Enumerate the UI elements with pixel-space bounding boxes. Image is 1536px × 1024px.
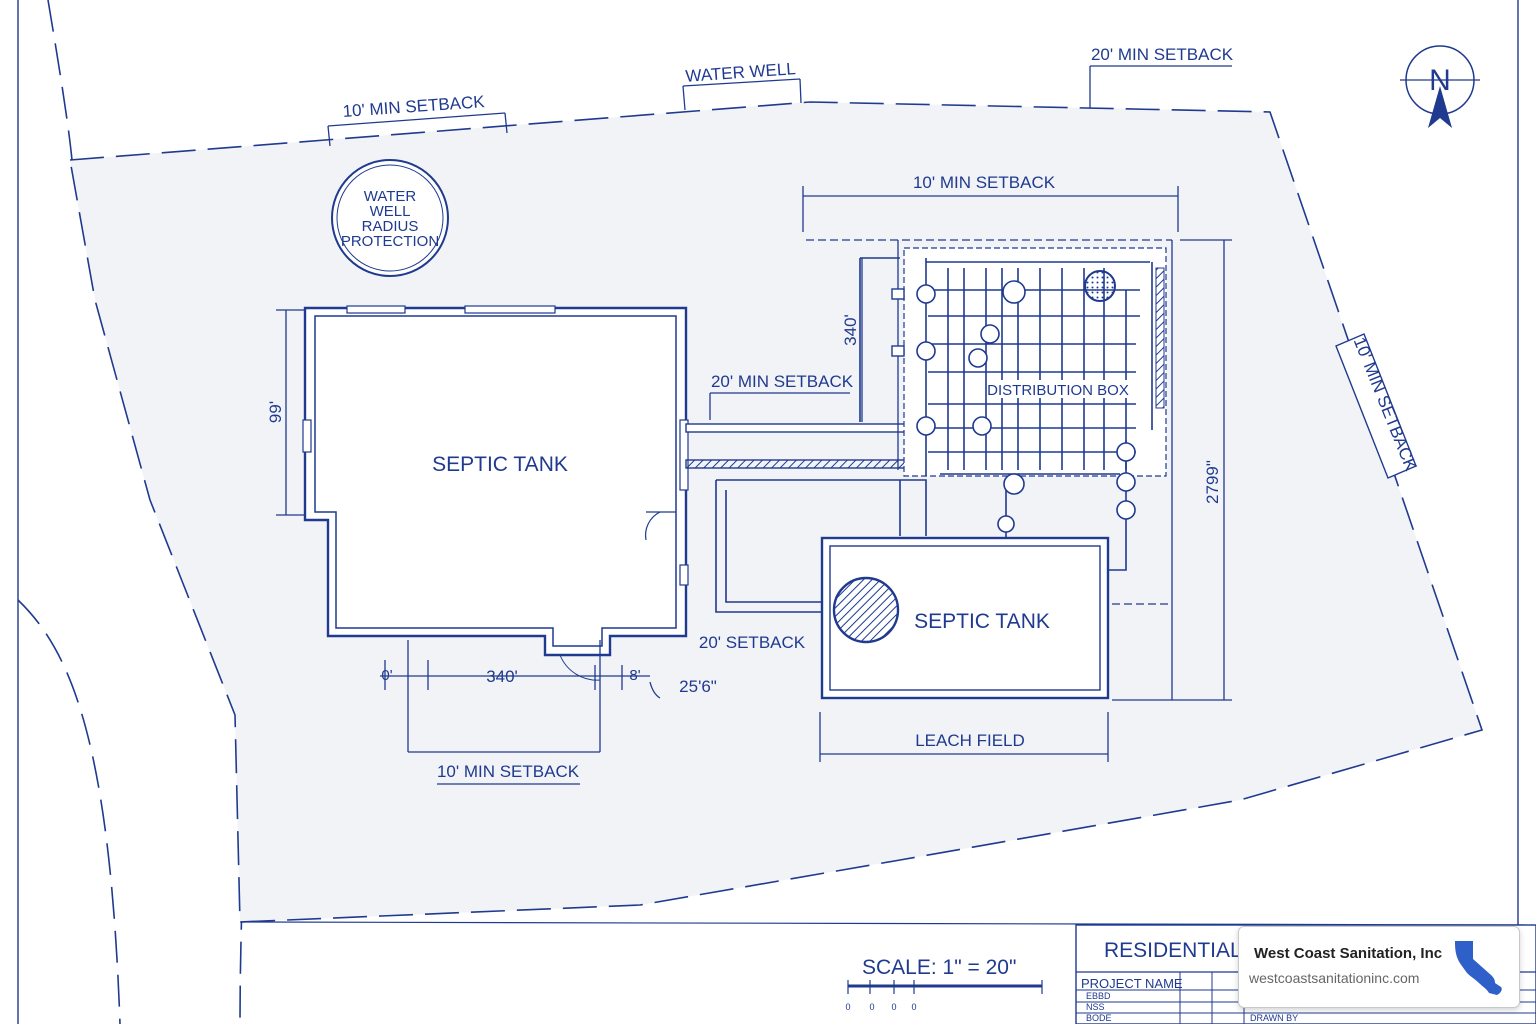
title-block-project-name: PROJECT NAME: [1081, 976, 1183, 991]
setback-label-top-right: 20' MIN SETBACK: [1091, 45, 1234, 64]
top-setback-dims: [327, 65, 1232, 147]
california-state-icon: [1455, 941, 1502, 995]
scale-label: SCALE: 1" = 20": [862, 956, 1016, 979]
setback-label-bottom: 10' MIN SETBACK: [437, 762, 580, 781]
property-parcel: [69, 101, 1484, 923]
septic-tank-main: SEPTIC TANK: [302, 305, 689, 681]
bottom-dims: [380, 640, 661, 785]
well-line-3: RADIUS: [362, 218, 419, 235]
north-label: N: [1429, 64, 1451, 97]
field-height-dim: 340': [841, 314, 860, 346]
setback-label-connector: 20' MIN SETBACK: [711, 372, 854, 391]
connector-pipes: [685, 257, 927, 613]
north-arrow-icon: N: [1400, 45, 1480, 128]
page-frame: [17, 0, 1519, 1024]
title-block-row-1: EBBD: [1086, 991, 1111, 1001]
company-name: West Coast Sanitation, Inc: [1254, 945, 1443, 962]
well-protection-zone: WATER WELL RADIUS PROTECTION: [331, 159, 449, 277]
well-line-1: WATER: [364, 188, 417, 205]
company-badge[interactable]: West Coast Sanitation, Inc westcoastsani…: [1238, 926, 1520, 1008]
well-line-2: WELL: [370, 203, 411, 220]
title-block-title: RESIDENTIAL S: [1104, 939, 1261, 962]
company-url[interactable]: westcoastsanitationinc.com: [1249, 970, 1420, 986]
water-well-label: WATER WELL: [685, 59, 797, 86]
septic-tank-small-label: SEPTIC TANK: [914, 610, 1050, 633]
leach-field-label: LEACH FIELD: [915, 731, 1025, 750]
leach-field-dim: [819, 712, 1109, 762]
bottom-width-dim: 340': [486, 667, 518, 686]
title-block-row-2: NSS: [1086, 1002, 1105, 1012]
tank-height-label: 99': [266, 401, 285, 423]
bottom-right-small-dim: 8': [629, 667, 640, 684]
scale-tick-2: 0: [869, 1002, 874, 1012]
scale-tick-4: 0: [911, 1002, 916, 1012]
field-total-dim: 2799": [1203, 460, 1222, 504]
scale-tick-3: 0: [891, 1002, 896, 1012]
bottom-offset-dim: 25'6": [679, 677, 717, 696]
bottom-left-small-dim: 0': [381, 667, 392, 684]
septic-tank-small: SEPTIC TANK: [820, 536, 1110, 700]
east-setback-marker: [1335, 333, 1417, 479]
setback-label-tank-south: 20' SETBACK: [699, 633, 806, 652]
title-block-drawn-by: DRAWN BY: [1250, 1013, 1298, 1023]
septic-tank-main-label: SEPTIC TANK: [432, 453, 568, 476]
setback-label-drain-field: 10' MIN SETBACK: [913, 173, 1056, 192]
scale-tick-1: 0: [845, 1002, 850, 1012]
scale-bar: [847, 980, 1043, 994]
title-block-row-3: BODE: [1086, 1013, 1112, 1023]
tank-height-dim: [276, 309, 304, 516]
distribution-box-label: DISTRIBUTION BOX: [987, 382, 1129, 399]
well-line-4: PROTECTION: [341, 233, 439, 250]
